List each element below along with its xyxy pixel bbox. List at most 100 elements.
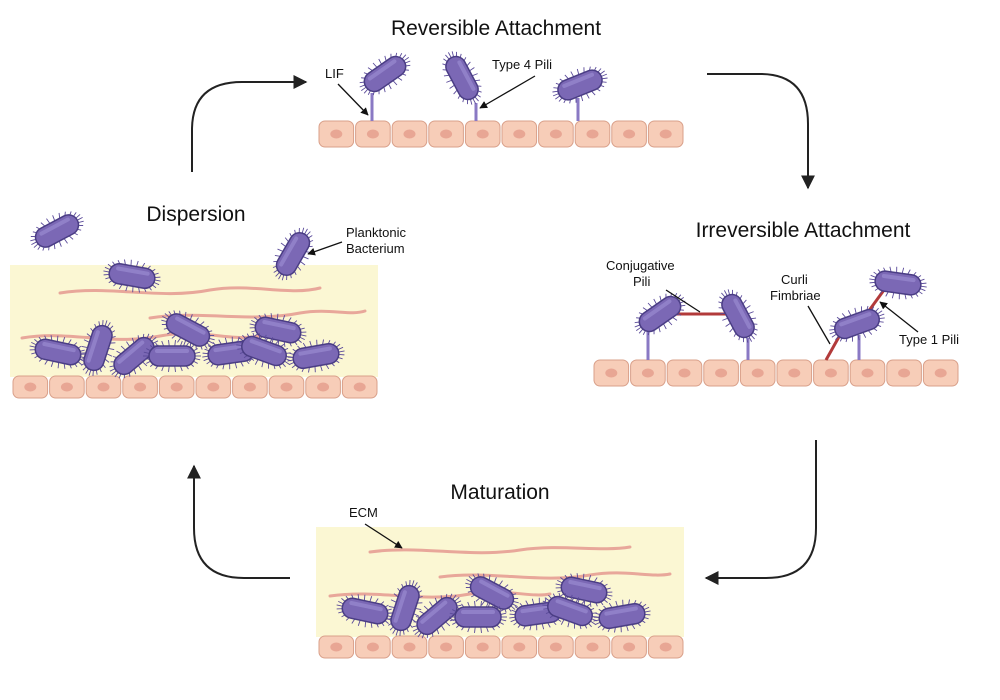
bacterium bbox=[387, 580, 423, 636]
bacterium-highlight bbox=[562, 72, 595, 88]
bacterium-highlight bbox=[457, 60, 476, 91]
type4-pili-pointer bbox=[479, 75, 536, 109]
bacterium-body bbox=[241, 335, 287, 367]
bacterium-hairs bbox=[829, 305, 885, 343]
bacterium-highlight bbox=[839, 312, 872, 327]
epithelial-cell bbox=[538, 635, 574, 659]
bacterium-body bbox=[469, 576, 515, 610]
cell-nucleus bbox=[134, 382, 147, 392]
epithelial-cell bbox=[647, 120, 684, 148]
cell-nucleus bbox=[476, 129, 489, 139]
bacterium bbox=[30, 211, 84, 251]
cell-nucleus bbox=[549, 642, 562, 652]
epithelial-cell bbox=[12, 375, 49, 399]
epithelial-cell bbox=[49, 375, 85, 399]
arrow-irreversible-to-maturation bbox=[704, 440, 817, 585]
bacterium-highlight bbox=[461, 610, 495, 614]
cell-nucleus bbox=[513, 642, 526, 652]
cell-nucleus bbox=[330, 129, 343, 139]
cell-nucleus bbox=[715, 368, 728, 378]
epithelial-cell bbox=[922, 359, 959, 387]
bacterium bbox=[143, 340, 201, 372]
planktonic-pointer bbox=[307, 241, 343, 256]
cell-nucleus bbox=[440, 129, 453, 139]
cell-nucleus bbox=[366, 129, 379, 139]
bacterium-highlight bbox=[39, 217, 70, 236]
cell-nucleus bbox=[97, 382, 110, 392]
bacterium bbox=[412, 593, 462, 639]
bacterium-highlight bbox=[86, 330, 100, 363]
epithelial-cell bbox=[703, 359, 739, 387]
reversible-attachment-title: Reversible Attachment bbox=[391, 17, 601, 40]
cell-nucleus bbox=[659, 642, 672, 652]
type1-pili-pointer bbox=[879, 301, 919, 333]
curli-fimbriae-pointer bbox=[807, 305, 831, 345]
cell-nucleus bbox=[403, 129, 416, 139]
bacterium bbox=[287, 339, 345, 373]
dispersion-title: Dispersion bbox=[146, 203, 245, 226]
conjugative-pili-pointer bbox=[665, 289, 701, 313]
arrow-reversible-to-irreversible bbox=[707, 73, 815, 190]
cell-nucleus bbox=[659, 129, 672, 139]
epithelial-cell bbox=[195, 375, 232, 399]
bacteria-group bbox=[29, 51, 927, 639]
ecm-fiber bbox=[148, 309, 367, 320]
maturation-title: Maturation bbox=[450, 481, 549, 504]
cell-nucleus bbox=[788, 368, 801, 378]
bacterium bbox=[465, 573, 519, 613]
epithelial-cell bbox=[355, 635, 391, 659]
bacterium bbox=[80, 320, 116, 376]
irreversible-attachment-title: Irreversible Attachment bbox=[696, 219, 911, 242]
ecm-fibers bbox=[20, 286, 672, 599]
cycle-arrows bbox=[187, 73, 817, 585]
bacterium-body bbox=[638, 295, 682, 333]
bacterium-highlight bbox=[420, 600, 448, 624]
annotation-labels: LIF Type 4 Pili Conjugative Pili Curli F… bbox=[307, 57, 959, 549]
conjugative-pili-label: Conjugative Pili bbox=[606, 258, 678, 289]
cell-nucleus bbox=[207, 382, 220, 392]
epithelial-cell bbox=[391, 120, 428, 148]
epithelial-cell-layer-irreversible bbox=[593, 359, 959, 387]
bacterium-highlight bbox=[642, 299, 672, 321]
ecm-fiber bbox=[368, 545, 632, 555]
epithelial-cell bbox=[776, 359, 813, 387]
cell-nucleus bbox=[403, 642, 416, 652]
bacterium bbox=[718, 289, 758, 343]
epithelial-cell bbox=[647, 635, 684, 659]
epithelial-cell bbox=[574, 635, 611, 659]
epithelial-cell-layer-dispersion bbox=[12, 375, 378, 399]
epithelial-cell bbox=[813, 359, 849, 387]
bacterium-body bbox=[275, 231, 311, 277]
bacterium bbox=[634, 292, 686, 336]
epithelial-cell bbox=[305, 375, 341, 399]
type4-pili-label: Type 4 Pili bbox=[492, 57, 552, 72]
cell-nucleus bbox=[678, 368, 691, 378]
bacterium-highlight bbox=[604, 606, 638, 616]
bacterium-body bbox=[113, 336, 155, 376]
epithelial-cell bbox=[886, 359, 922, 387]
bacterium-body bbox=[34, 214, 80, 248]
cell-nucleus bbox=[317, 382, 330, 392]
bacterium-highlight bbox=[349, 600, 383, 612]
bacterium-hairs bbox=[161, 310, 215, 350]
bacterium-highlight bbox=[279, 236, 299, 267]
cell-nucleus bbox=[934, 368, 947, 378]
lif-pointer bbox=[337, 83, 369, 116]
conjugative-pili-label-line1: Conjugative bbox=[606, 258, 675, 273]
epithelial-cell bbox=[355, 120, 391, 148]
bacterium-highlight bbox=[733, 298, 752, 329]
bacterium-highlight bbox=[393, 590, 407, 623]
epithelial-cell bbox=[501, 120, 538, 148]
bacterium-highlight bbox=[116, 266, 150, 276]
cell-nucleus bbox=[440, 642, 453, 652]
bacterium-body bbox=[363, 55, 407, 93]
lif-label: LIF bbox=[325, 66, 344, 81]
epithelial-cell bbox=[538, 120, 574, 148]
cell-nucleus bbox=[898, 368, 911, 378]
curli-fimbria bbox=[824, 334, 842, 361]
epithelial-cell bbox=[428, 635, 464, 659]
ecm-fiber bbox=[20, 332, 262, 341]
bacterium-highlight bbox=[881, 273, 916, 283]
cell-nucleus bbox=[751, 368, 764, 378]
